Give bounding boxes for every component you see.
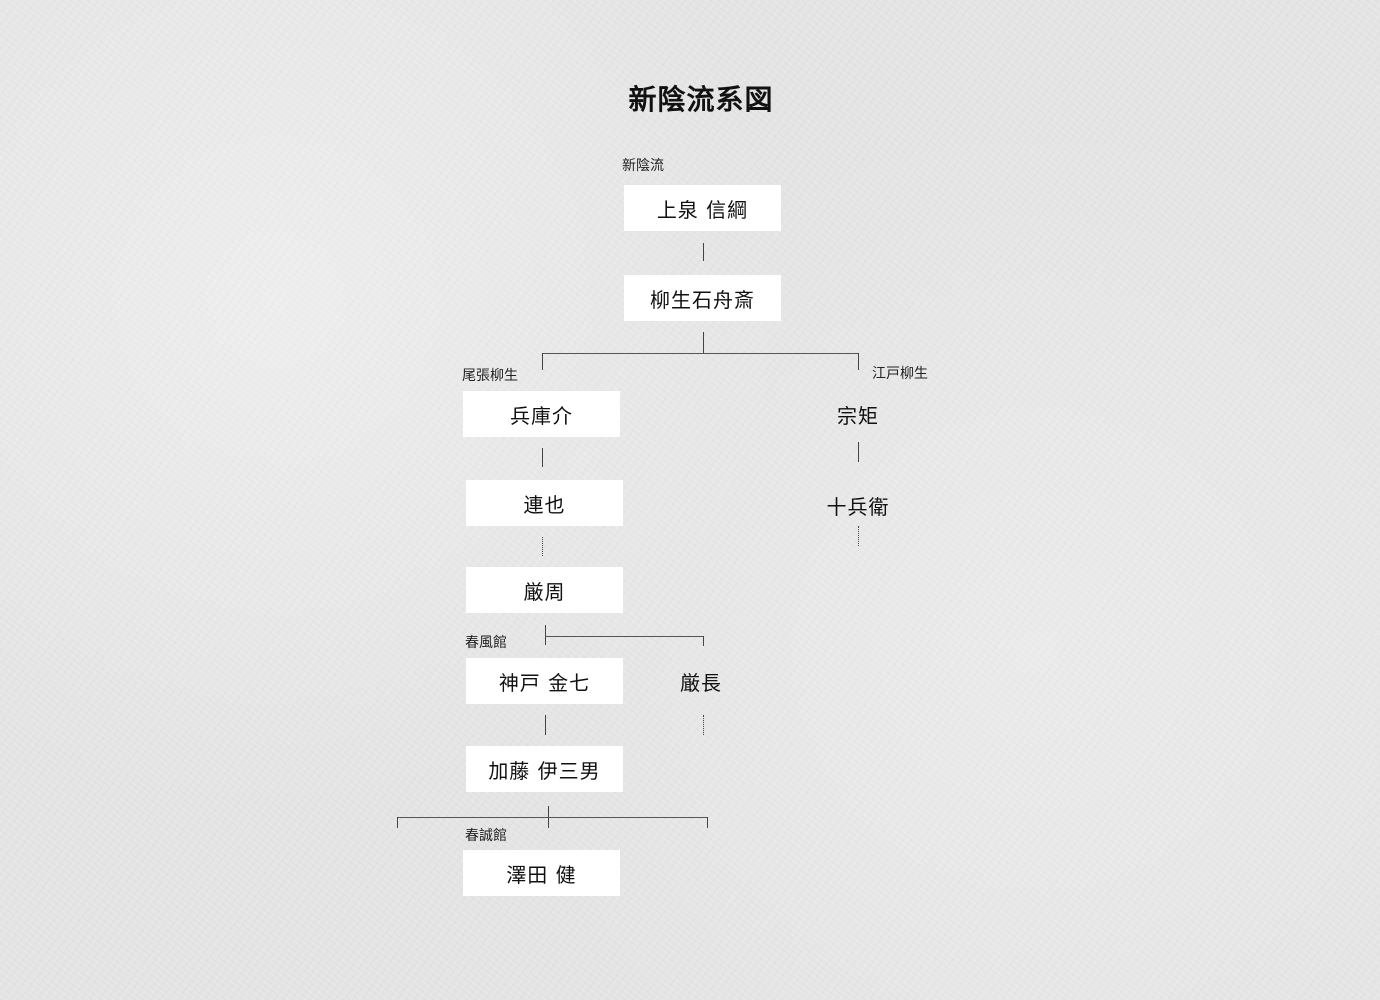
connector-line <box>542 353 543 370</box>
dotted-connector-line <box>542 537 543 556</box>
node-yagyu-sekishusai: 柳生石舟斎 <box>624 275 781 321</box>
node-gencho: 厳長 <box>680 670 722 695</box>
school-label-shunpukan: 春風館 <box>465 635 507 651</box>
node-kato-isao: 加藤 伊三男 <box>466 746 623 792</box>
school-label-owari-yagyu: 尾張柳生 <box>462 368 518 384</box>
page-title: 新陰流系図 <box>628 83 774 116</box>
school-label-shunseikan: 春誠館 <box>465 828 507 844</box>
connector-line <box>858 353 859 370</box>
connector-line <box>545 715 546 735</box>
school-label-shinkage: 新陰流 <box>622 158 664 174</box>
school-label-edo-yagyu: 江戸柳生 <box>872 366 928 382</box>
connector-line <box>542 448 543 467</box>
node-kamiizumi-nobutsuna: 上泉 信綱 <box>624 185 781 231</box>
connector-line <box>707 817 708 828</box>
node-kanbe-kinshichi: 神戸 金七 <box>466 658 623 704</box>
node-renya: 連也 <box>466 480 623 526</box>
node-sawada-ken: 澤田 健 <box>463 850 620 896</box>
dotted-connector-line <box>858 526 859 546</box>
dotted-connector-line <box>703 715 704 735</box>
node-jubei: 十兵衛 <box>826 494 890 519</box>
connector-line <box>545 625 546 645</box>
branch-line <box>542 353 858 354</box>
connector-line <box>703 243 704 261</box>
branch-line <box>545 636 703 637</box>
branch-line <box>397 817 707 818</box>
node-genshu: 厳周 <box>466 567 623 613</box>
connector-line <box>858 442 859 462</box>
node-hyogonosuke: 兵庫介 <box>463 391 620 437</box>
connector-line <box>703 636 704 646</box>
connector-line <box>703 332 704 353</box>
node-munenori: 宗矩 <box>837 403 879 428</box>
connector-line <box>397 817 398 828</box>
